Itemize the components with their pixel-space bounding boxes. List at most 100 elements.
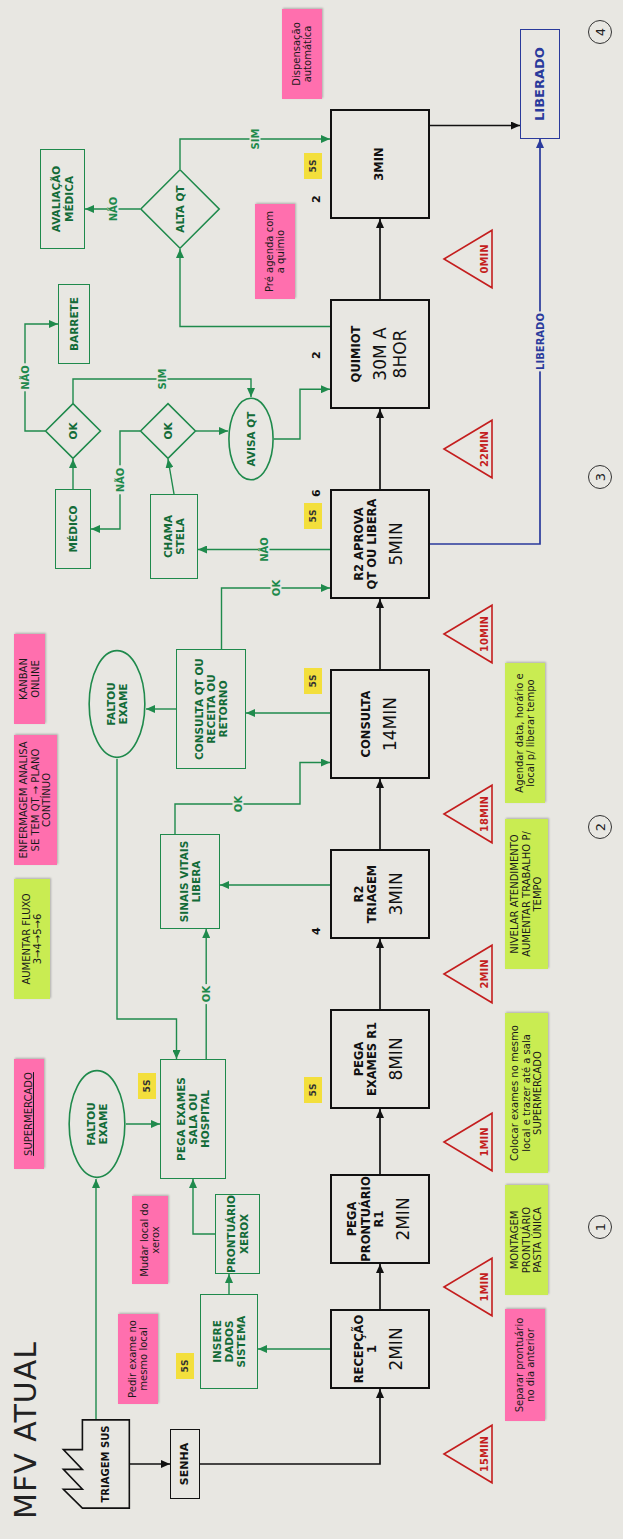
node-text: QUIMIOT <box>350 326 363 383</box>
info-process-box: AVALIAÇÃO MÉDICA <box>40 149 85 249</box>
node-text: R2 APROVA QT OU LIBERA <box>353 497 379 591</box>
decision-ellipse: FALTOU EXAME <box>88 649 146 759</box>
edge-label: NÃO <box>259 535 270 564</box>
info-flow-arrow <box>228 1274 229 1294</box>
five-s-tag: 5S <box>304 153 322 179</box>
improvement-note: AUMENTAR FLUXO 3→4→5→6 <box>14 879 50 999</box>
tri-shape <box>444 420 492 478</box>
info-flow-arrow <box>175 763 330 835</box>
info-flow-arrow <box>193 1179 215 1234</box>
material-flow-arrow <box>379 1109 381 1174</box>
node-text: SUPERMERCADO <box>23 1072 35 1156</box>
kaizen-note: SUPERMERCADO <box>14 1059 44 1169</box>
node-text: 2MIN <box>394 1197 414 1240</box>
section-number: 3 <box>588 465 612 489</box>
edge-label: SIM <box>157 367 168 392</box>
node-text: 5S <box>180 1360 190 1373</box>
decision-diamond: OK <box>45 403 101 459</box>
node-text: Pedir exame no mesmo local <box>127 1319 150 1399</box>
decision-ellipse: FALTOU EXAME <box>68 1069 126 1179</box>
tri-shape <box>444 1113 492 1171</box>
info-process-box: INSERE DADOS SISTEMA <box>200 1294 258 1389</box>
inventory-triangle: 10MIN <box>443 604 493 664</box>
material-flow-arrow <box>379 1264 381 1309</box>
node-text: 0MIN <box>479 245 491 274</box>
node-text: 8MIN <box>387 1037 407 1080</box>
kaizen-note: Separar prontuário no dia anterior <box>505 1309 545 1421</box>
kaizen-note: ENFERMAGEM ANALISA SE TEM QT → PLANO CON… <box>14 735 57 865</box>
edge-label: OK <box>270 578 281 598</box>
node-text: 3MIN <box>387 872 407 915</box>
node-text: 22MIN <box>479 431 491 467</box>
node-text: ENFERMAGEM ANALISA SE TEM QT → PLANO CON… <box>18 740 53 860</box>
improvement-note: NIVELAR ATENDIMENTO AUMENTAR TRABALHO P/… <box>505 819 548 969</box>
kaizen-note: Pré agenda com a quimio <box>255 204 295 299</box>
info-flow-arrow <box>246 712 330 713</box>
material-flow-arrow <box>379 599 381 669</box>
five-s-tag: 5S <box>304 1077 322 1103</box>
node-text: 1MIN <box>479 1128 491 1157</box>
supplier-factory: TRIAGEM SUS <box>62 1419 130 1509</box>
inventory-triangle: 1MIN <box>443 1257 493 1317</box>
edge-label: LIBERADO <box>535 311 546 372</box>
node-text: 10MIN <box>479 616 491 652</box>
five-s-tag: 5S <box>304 503 322 529</box>
decision-diamond: ALTA QT <box>140 169 220 249</box>
node-text: KANBAN ONLINE <box>18 639 41 719</box>
process-box: RECEPÇÃO 12MIN <box>330 1309 430 1389</box>
five-s-tag: 5S <box>138 1073 156 1099</box>
process-box: R2 TRIAGEM3MIN <box>330 849 430 939</box>
node-text: Pré agenda com a quimio <box>264 209 287 294</box>
node-text: SINAIS VITAIS LIBERA <box>178 840 202 923</box>
material-flow-arrow <box>379 939 381 1009</box>
improvement-note: MONTAGEM PRONTUÁRIO PASTA ÚNICA <box>505 1185 548 1295</box>
exit-box: LIBERADO <box>520 29 560 139</box>
material-flow-arrow <box>379 779 381 849</box>
info-flow-arrow <box>126 1123 160 1124</box>
exit-flow-arrow <box>430 139 540 544</box>
info-flow-arrow <box>168 459 174 494</box>
node-text: 1MIN <box>479 1273 491 1302</box>
node-text: 5S <box>308 1084 318 1097</box>
inventory-triangle: 1MIN <box>443 1112 493 1172</box>
node-text: 5S <box>308 160 318 173</box>
info-process-box: BARRETE <box>58 284 90 364</box>
dia-shape <box>46 404 101 459</box>
five-s-tag: 5S <box>304 668 322 694</box>
info-process-box: PEGA EXAMES SALA OU HOSPITAL <box>160 1059 226 1179</box>
process-box: 3MIN <box>330 109 430 219</box>
decision-ellipse: AVISA QT <box>228 397 274 481</box>
process-box: QUIMIOT 30M A 8HOR <box>330 299 430 409</box>
edge-label: NÃO <box>107 195 118 224</box>
edge-label: NÃO <box>115 466 126 495</box>
node-text: OK <box>67 422 79 439</box>
node-text: RECEPÇÃO 1 <box>353 1315 379 1384</box>
material-flow-arrow <box>130 1463 170 1465</box>
section-number: 1 <box>588 1215 612 1239</box>
tri-shape <box>444 230 492 288</box>
inventory-triangle: 15MIN <box>443 1424 493 1484</box>
node-text: Separar prontuário no dia anterior <box>514 1314 537 1416</box>
node-text: PEGA EXAMES SALA OU HOSPITAL <box>175 1065 211 1173</box>
edge-label: NÃO <box>20 363 31 392</box>
dia-shape <box>141 170 219 248</box>
ell-shape <box>69 1071 125 1178</box>
edge-label: OK <box>232 794 243 814</box>
node-text: INSERE DADOS SISTEMA <box>211 1300 247 1383</box>
node-text: Dispensação automática <box>291 14 314 94</box>
process-box: PEGA PRONTUÁRIO R12MIN <box>330 1174 430 1264</box>
node-text: ALTA QT <box>174 185 186 232</box>
info-flow-arrow <box>196 430 228 431</box>
node-text: AVALIAÇÃO MÉDICA <box>50 155 74 243</box>
node-text: MÉDICO <box>67 506 79 553</box>
section-number: 4 <box>588 20 612 44</box>
fac-shape <box>63 1420 129 1508</box>
node-text: 5S <box>308 675 318 688</box>
operator-count: 2 <box>310 351 323 359</box>
info-flow-arrow <box>146 708 176 709</box>
node-text: 30M A 8HOR <box>371 307 410 401</box>
operator-count: 2 <box>310 195 323 203</box>
info-flow-arrow <box>274 389 330 439</box>
inventory-triangle: 22MIN <box>443 419 493 479</box>
node-text: 18MIN <box>479 796 491 832</box>
